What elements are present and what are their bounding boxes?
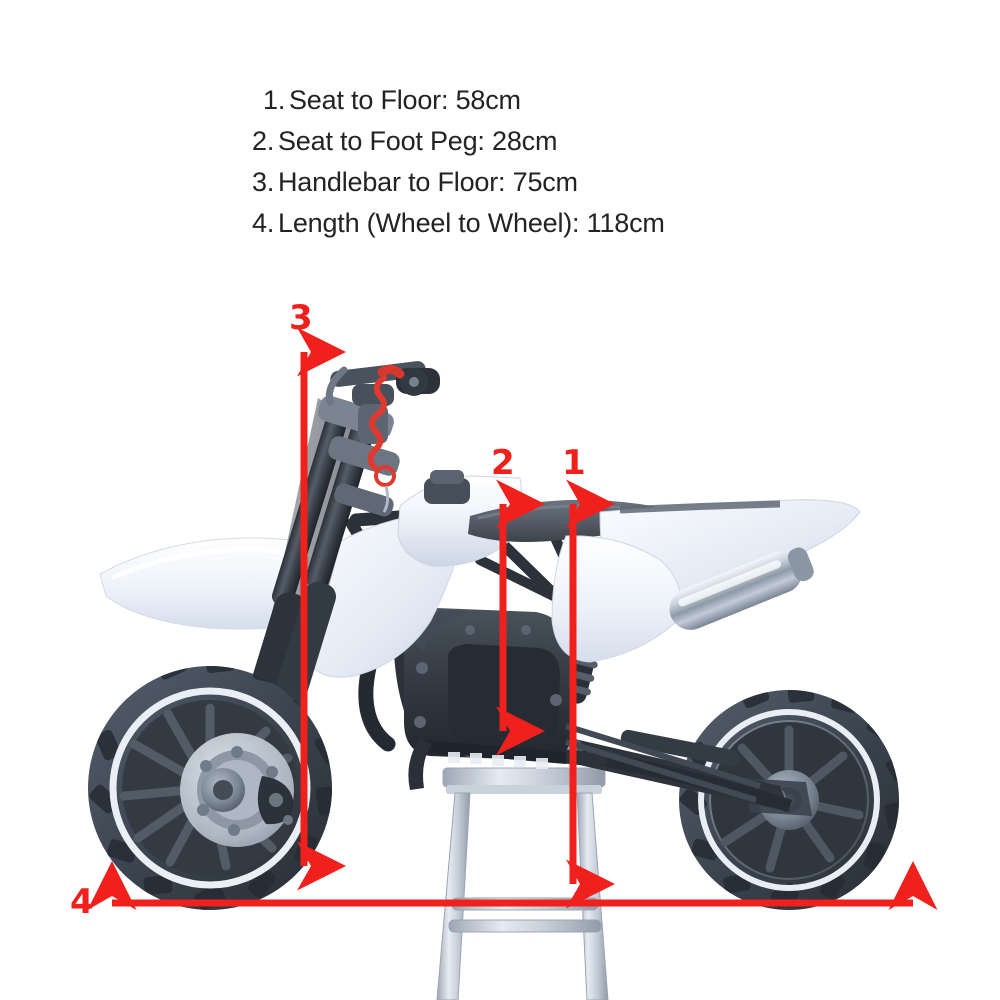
- spec-item-1-number: 1.: [263, 85, 286, 115]
- spec-item-3-text: Handlebar to Floor: 75cm: [278, 167, 578, 197]
- spec-item-2: 2. Seat to Foot Peg: 28cm: [252, 121, 852, 162]
- exhaust-muffler: [669, 547, 814, 630]
- bike-stand: [436, 767, 609, 1000]
- spec-item-1: 1. Seat to Floor: 58cm: [252, 80, 852, 121]
- spec-item-2-number: 2.: [252, 126, 275, 156]
- spec-item-1-text: Seat to Floor: 58cm: [289, 85, 521, 115]
- fuel-cap: [424, 478, 470, 504]
- kill-switch: [377, 364, 405, 379]
- spec-item-3: 3. Handlebar to Floor: 75cm: [252, 162, 852, 203]
- callout-label-3: 3: [289, 298, 313, 338]
- callout-label-1: 1: [562, 443, 586, 483]
- spec-item-4-number: 4.: [252, 208, 275, 238]
- spec-item-2-text: Seat to Foot Peg: 28cm: [278, 126, 558, 156]
- rear-wheel: [679, 690, 899, 910]
- kill-switch-lanyard: [367, 375, 387, 471]
- dimension-spec-list: 1. Seat to Floor: 58cm 2. Seat to Foot P…: [252, 80, 852, 244]
- callout-label-2: 2: [491, 443, 515, 483]
- callout-label-4: 4: [70, 882, 94, 922]
- spec-item-4: 4. Length (Wheel to Wheel): 118cm: [252, 203, 852, 244]
- spec-item-4-text: Length (Wheel to Wheel): 118cm: [278, 208, 665, 238]
- spec-item-3-number: 3.: [252, 167, 275, 197]
